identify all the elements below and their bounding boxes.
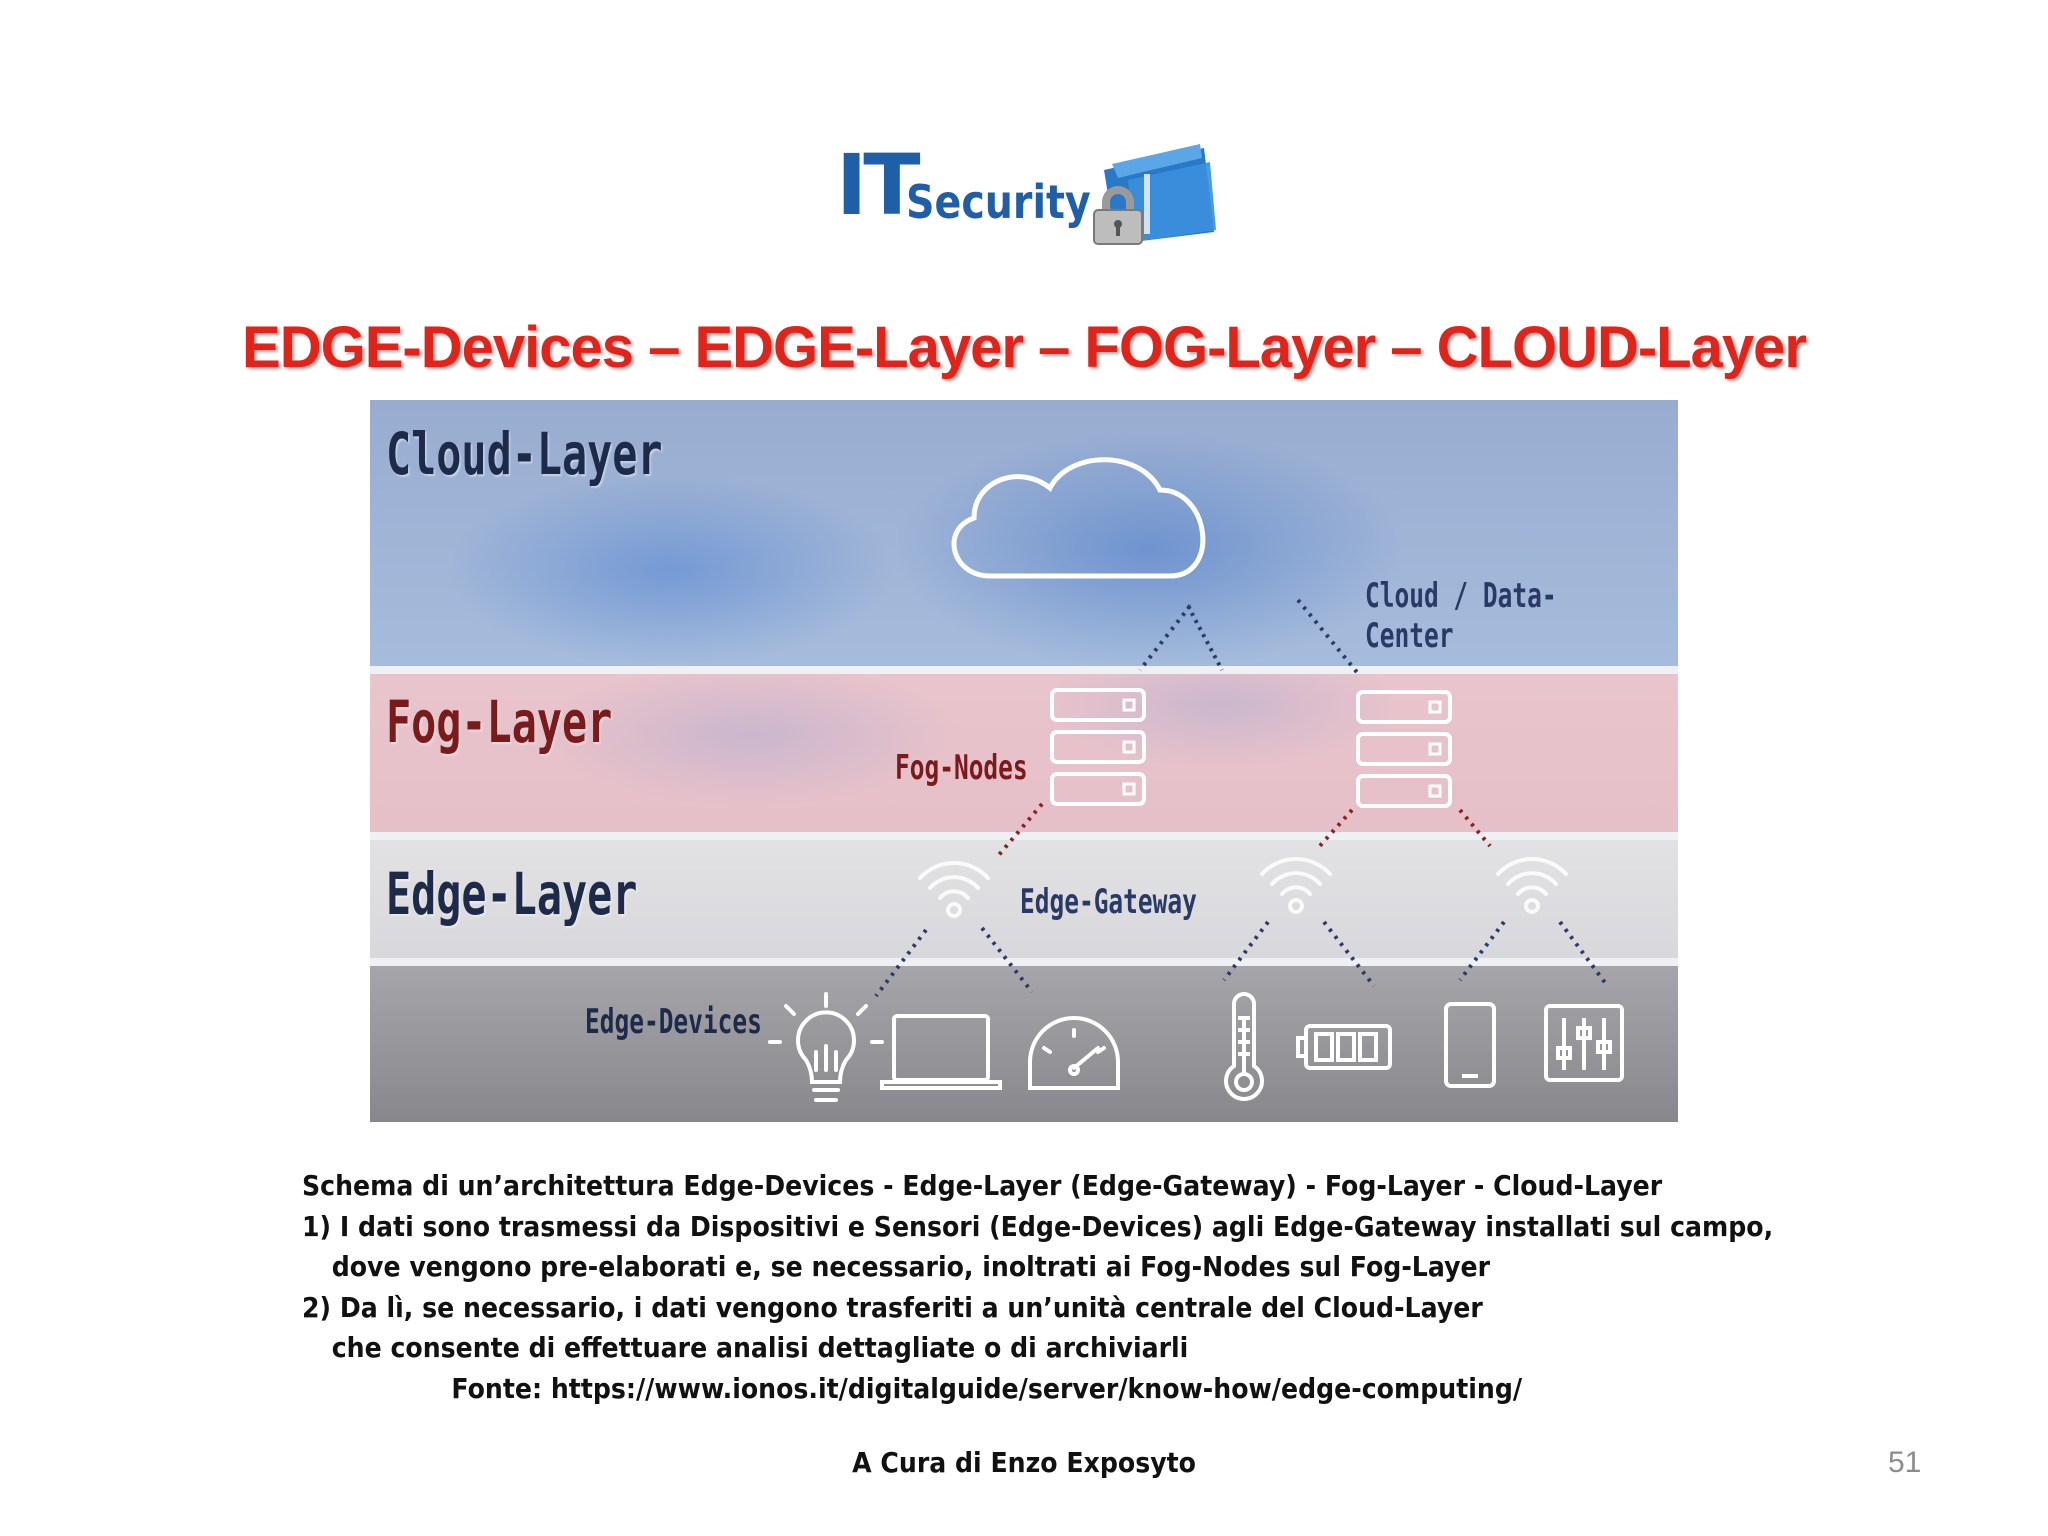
logo-it-text: IT: [836, 136, 921, 234]
caption-source: Fonte: https://www.ionos.it/digitalguide…: [451, 1371, 1523, 1405]
edge-gateway-wifi-icon-1: [918, 860, 990, 918]
edge-devices-label: Edge-Devices: [585, 1002, 762, 1042]
cloud-layer-label: Cloud-Layer: [386, 420, 663, 488]
link-cloud-fog-left: [1138, 604, 1192, 672]
diagram-caption: Schema di un’architettura Edge-Devices -…: [302, 1166, 1802, 1409]
edge-layer-band: [370, 840, 1678, 958]
link-fog-edge-left: [996, 802, 1044, 858]
diagram-definitive: [768, 598, 1624, 1102]
slide-title: EDGE-Devices – EDGE-Layer – FOG-Layer – …: [242, 315, 1807, 380]
cloud-datacenter-label: Cloud / Data-Center: [1365, 576, 1557, 656]
cloud-layer-band: [370, 400, 1678, 666]
sliders-icon: [1544, 1004, 1624, 1082]
fog-node-left-server-icon: [1050, 688, 1146, 806]
gauge-icon: [1028, 1016, 1120, 1090]
thermometer-icon: [1224, 992, 1264, 1101]
fog-layer-band: [370, 674, 1678, 832]
folder-padlock-icon: [1093, 144, 1216, 245]
edge-devices-band: [370, 966, 1678, 1122]
caption-line: 2) Da lì, se necessario, i dati vengono …: [302, 1290, 1483, 1324]
layer-separator: [370, 666, 1678, 674]
edge-gateway-label: Edge-Gateway: [1020, 882, 1197, 922]
layer-separator: [370, 958, 1678, 966]
caption-line: Schema di un’architettura Edge-Devices -…: [302, 1169, 1663, 1202]
edge-layer-label: Edge-Layer: [386, 860, 638, 928]
page-number: 51: [1888, 1446, 1922, 1479]
fog-nodes-label: Fog-Nodes: [895, 748, 1028, 788]
caption-line: che consente di effettuare analisi detta…: [331, 1331, 1189, 1364]
laptop-icon: [880, 1014, 1002, 1090]
author-text: A Cura di Enzo Exposyto: [852, 1446, 1196, 1479]
fog-layer-label: Fog-Layer: [386, 688, 613, 756]
edge-gateway-wifi-icon-2: [1260, 856, 1332, 914]
battery-icon: [1296, 1024, 1392, 1070]
logo-security-text: Security: [906, 175, 1091, 229]
caption-line: dove vengono pre-elaborati e, se necessa…: [331, 1250, 1491, 1283]
edge-gateway-wifi-icon-3: [1496, 856, 1568, 914]
architecture-diagram: Cloud-Layer Fog-Layer Edge-Layer Cloud /…: [370, 400, 1678, 1122]
caption-line: 1) I dati sono trasmessi da Dispositivi …: [302, 1209, 1774, 1243]
link-fog-edge-right: [1458, 808, 1492, 848]
lightbulb-icon: [768, 992, 884, 1102]
links-edge-devices: [874, 920, 1608, 998]
footer-author: A Cura di Enzo Exposyto: [0, 1446, 2048, 1479]
link-cloud-fog-right: [1296, 598, 1362, 678]
cloud-icon: [951, 457, 1206, 579]
it-security-logo: IT Security: [836, 140, 1226, 250]
layer-separator: [370, 832, 1678, 840]
fog-node-right-server-icon: [1356, 690, 1452, 808]
link-fog-edge-mid: [1316, 808, 1354, 850]
tablet-icon: [1444, 1002, 1496, 1088]
diagram-graphics: [951, 457, 1224, 671]
